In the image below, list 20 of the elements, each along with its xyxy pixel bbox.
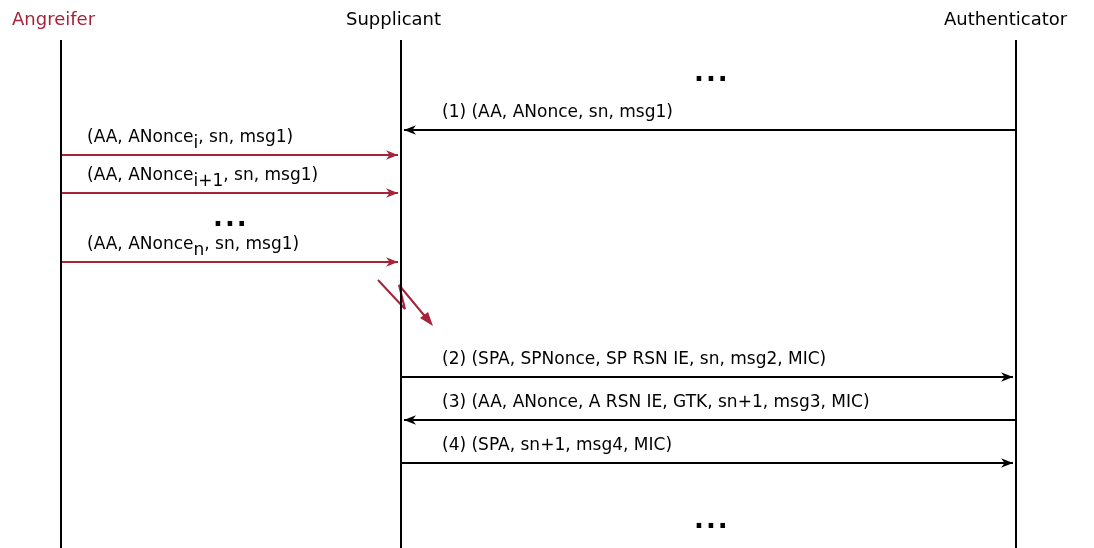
- message-label: (4) (SPA, sn+1, msg4, MIC): [442, 434, 673, 454]
- lifeline: [400, 40, 402, 548]
- ellipsis: ...: [213, 207, 249, 227]
- message-arrow: [61, 188, 399, 198]
- message-arrow: [403, 415, 1016, 425]
- message-arrow: [61, 257, 399, 267]
- ellipsis: ...: [694, 509, 730, 529]
- message-arrow: [403, 125, 1016, 135]
- message-arrow: [61, 150, 399, 160]
- message-label: (2) (SPA, SPNonce, SP RSN IE, sn, msg2, MIC): [442, 348, 827, 368]
- ellipsis: ...: [694, 62, 730, 82]
- lifeline: [60, 40, 62, 548]
- participant-label: Authenticator: [944, 8, 1068, 30]
- message-label: (1) (AA, ANonce, sn, msg1): [442, 101, 673, 121]
- lifeline: [1015, 40, 1017, 548]
- message-arrow: [401, 458, 1014, 468]
- participant-label: Supplicant: [346, 8, 442, 30]
- message-arrow: [401, 372, 1014, 382]
- participant-label: Angreifer: [12, 8, 96, 30]
- message-label: (3) (AA, ANonce, A RSN IE, GTK, sn+1, msg3, MIC): [442, 391, 870, 411]
